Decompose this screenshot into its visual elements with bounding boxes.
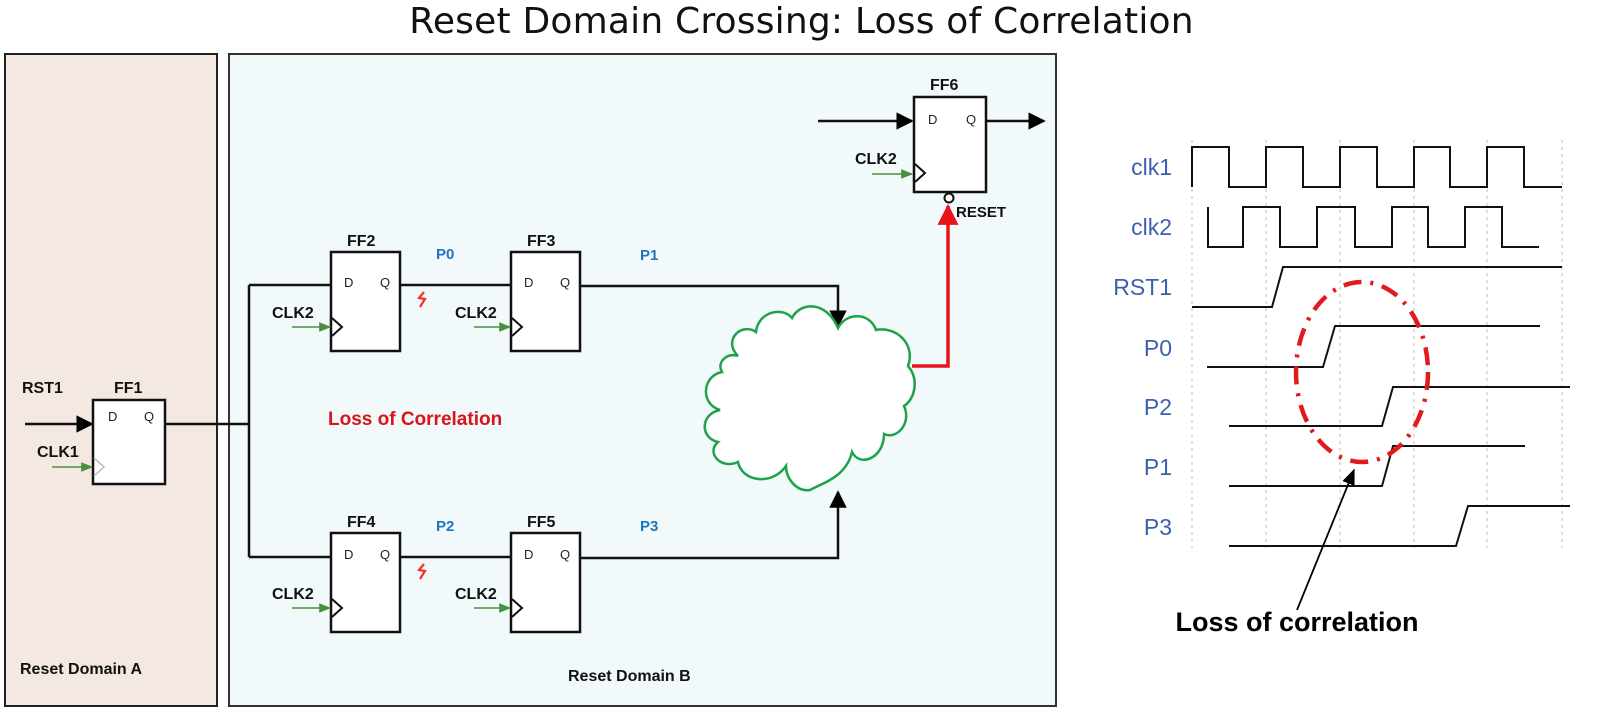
ff1: FF1 D Q CLK1 — [37, 380, 167, 486]
metastability-glitch-icon — [416, 291, 427, 308]
ff5-clk-label: CLK2 — [455, 586, 497, 603]
ff4-clock-triangle — [331, 598, 344, 618]
p1-waveform — [1229, 445, 1525, 487]
p3-waveform — [1229, 505, 1570, 547]
loss-of-correlation-callout-label: Loss of correlation — [1175, 607, 1418, 637]
p0-waveform — [1207, 325, 1540, 368]
ff5-d-pin: D — [524, 547, 533, 562]
ff4-d-pin: D — [344, 547, 353, 562]
reset-domain-a-label: Reset Domain A — [20, 661, 143, 678]
reset-domain-b-label: Reset Domain B — [568, 668, 691, 685]
ff6-name: FF6 — [930, 77, 959, 94]
p2-waveform-label: P2 — [1144, 394, 1172, 420]
ff3-q-pin: Q — [560, 275, 570, 290]
ff5: FF5 D Q CLK2 — [455, 514, 582, 634]
ff5-name: FF5 — [527, 514, 556, 531]
metastability-glitch-icon — [416, 563, 427, 580]
p2-waveform — [1229, 386, 1570, 427]
reset-domain-a-box — [4, 53, 218, 707]
clk2-waveform — [1207, 206, 1539, 248]
ff2-clk-label: CLK2 — [272, 305, 314, 322]
ff2: FF2 D Q CLK2 — [272, 233, 402, 353]
ff1-clk-label: CLK1 — [37, 444, 79, 461]
diagram-title: Reset Domain Crossing: Loss of Correlati… — [409, 1, 1194, 42]
callout-arrow — [1296, 468, 1355, 611]
ff2-d-pin: D — [344, 275, 353, 290]
rst1-waveform-label: RST1 — [1113, 274, 1172, 300]
clk1-waveform-label: clk1 — [1131, 154, 1172, 180]
p3-net-label: P3 — [640, 518, 658, 535]
ff4-clk-label: CLK2 — [272, 586, 314, 603]
p1-waveform-label: P1 — [1144, 454, 1172, 480]
ff5-clock-triangle — [511, 598, 524, 618]
ff4: FF4 D Q CLK2 — [272, 514, 402, 634]
timing-gridlines — [1191, 140, 1563, 548]
ff3-name: FF3 — [527, 233, 556, 250]
ff6-clk-label: CLK2 — [855, 151, 897, 168]
clk2-waveform-label: clk2 — [1131, 214, 1172, 240]
ff4-name: FF4 — [347, 514, 376, 531]
combinational-logic-cloud — [703, 305, 916, 492]
ff6-reset-label: RESET — [956, 204, 1006, 221]
ff3: FF3 D Q CLK2 — [455, 233, 582, 353]
p2-net-label: P2 — [436, 518, 454, 535]
ff5-q-pin: Q — [560, 547, 570, 562]
loss-of-correlation-callout-ellipse — [1293, 279, 1431, 465]
p0-net-label: P0 — [436, 246, 454, 263]
ff2-q-pin: Q — [380, 275, 390, 290]
p1-wire — [580, 284, 847, 328]
ff6: FF6 D Q CLK2 RESET — [855, 77, 1006, 221]
ff1-name: FF1 — [114, 380, 143, 397]
ff3-clock-triangle — [511, 317, 524, 337]
ff6-q-pin: Q — [966, 112, 976, 127]
ff6-reset-bubble — [943, 192, 955, 204]
ff2-clock-triangle — [331, 317, 344, 337]
reset-path-wire — [912, 203, 959, 368]
p3-wire — [580, 490, 847, 560]
ff2-name: FF2 — [347, 233, 376, 250]
ff6-clock-triangle — [914, 163, 927, 183]
ff3-clk-label: CLK2 — [455, 305, 497, 322]
p0-waveform-label: P0 — [1144, 335, 1172, 361]
ff1-clock-triangle — [93, 457, 106, 477]
clk1-waveform — [1191, 146, 1562, 188]
loss-of-correlation-annotation: Loss of Correlation — [328, 409, 502, 430]
p1-net-label: P1 — [640, 247, 658, 264]
ff4-q-pin: Q — [380, 547, 390, 562]
rst1-waveform — [1192, 266, 1562, 308]
rst1-label: RST1 — [22, 380, 63, 397]
ff3-d-pin: D — [524, 275, 533, 290]
wires — [25, 112, 1046, 560]
ff6-d-pin: D — [928, 112, 937, 127]
ff1-d-pin: D — [108, 409, 117, 424]
p3-waveform-label: P3 — [1144, 514, 1172, 540]
ff1-q-pin: Q — [144, 409, 154, 424]
